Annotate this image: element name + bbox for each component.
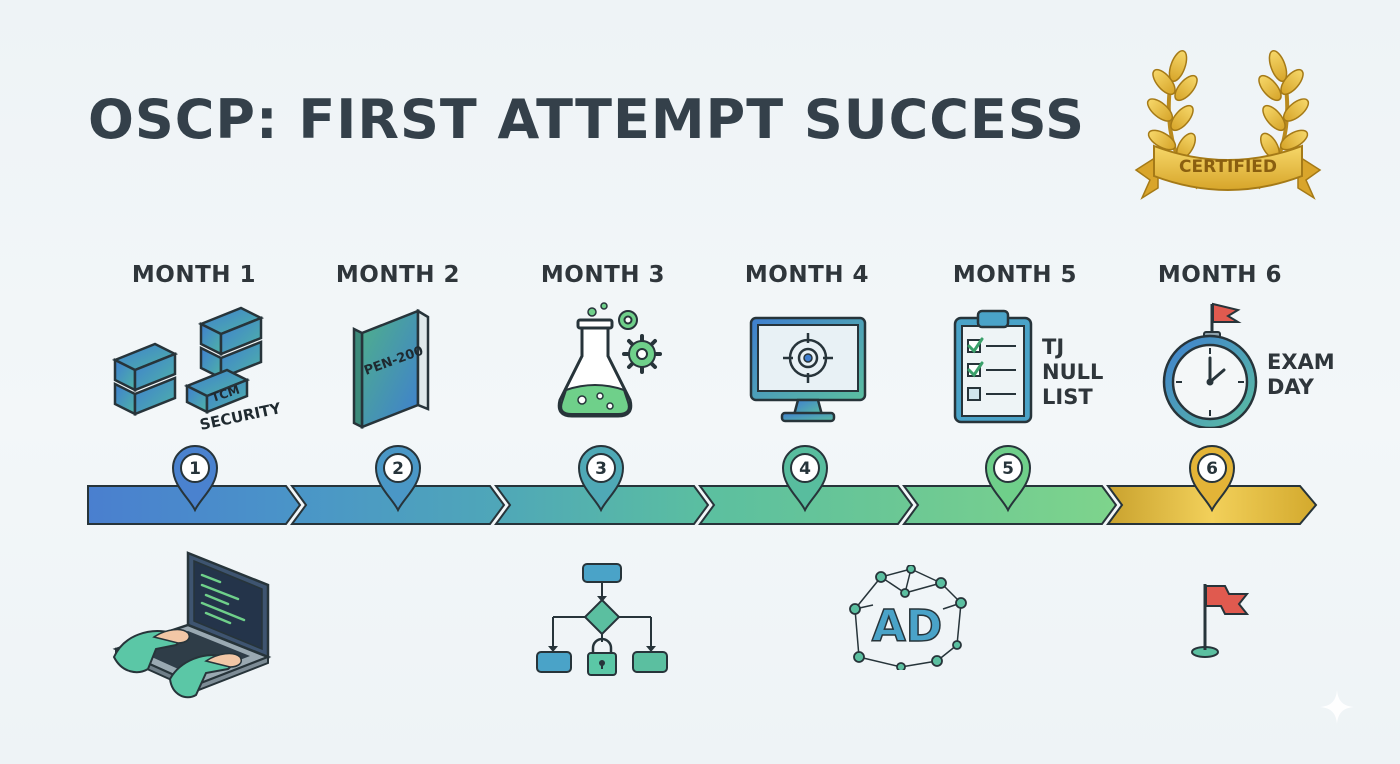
month-label-2: MONTH 2 — [335, 262, 461, 288]
clipboard-checklist-icon — [953, 309, 1033, 424]
exam-day-text: EXAM DAY — [1267, 350, 1335, 399]
timeline-marker-6: 6 — [1188, 445, 1236, 513]
book-icon: PEN-200 — [352, 308, 430, 430]
timeline-marker-1: 1 — [171, 445, 219, 513]
flag-icon — [1191, 584, 1250, 658]
certified-ribbon-text: CERTIFIED — [1179, 157, 1277, 177]
certified-laurel-badge-icon: CERTIFIED — [1134, 50, 1322, 200]
month-label-3: MONTH 3 — [540, 262, 666, 288]
marker-number-6: 6 — [1206, 459, 1218, 479]
sparkle-icon — [1320, 690, 1354, 724]
timeline-marker-4: 4 — [781, 445, 829, 513]
active-directory-network-icon: AD — [849, 565, 967, 670]
ad-label: AD — [872, 601, 943, 652]
month-label-4: MONTH 4 — [744, 262, 870, 288]
month-label-5: MONTH 5 — [952, 262, 1078, 288]
tj-null-list-text: TJ NULL LIST — [1042, 335, 1104, 409]
month-label-1: MONTH 1 — [131, 262, 257, 288]
month-label-6: MONTH 6 — [1157, 262, 1283, 288]
timeline-marker-3: 3 — [577, 445, 625, 513]
flask-gears-icon — [557, 302, 662, 418]
page-title: OSCP: FIRST ATTEMPT SUCCESS — [88, 88, 1086, 151]
flowchart-lock-icon — [536, 563, 668, 676]
timeline-marker-5: 5 — [984, 445, 1032, 513]
marker-number-2: 2 — [392, 459, 404, 479]
stopwatch-flag-icon — [1162, 302, 1258, 428]
marker-number-5: 5 — [1002, 459, 1014, 479]
laptop-typing-icon — [112, 551, 272, 699]
marker-number-3: 3 — [595, 459, 607, 479]
bricks-icon: TCM SECURITY — [111, 306, 284, 434]
timeline-arrow: 1 2 3 4 5 6 — [87, 445, 1318, 525]
marker-number-4: 4 — [799, 459, 811, 479]
timeline-marker-2: 2 — [374, 445, 422, 513]
monitor-target-icon — [749, 316, 867, 423]
marker-number-1: 1 — [189, 459, 201, 479]
